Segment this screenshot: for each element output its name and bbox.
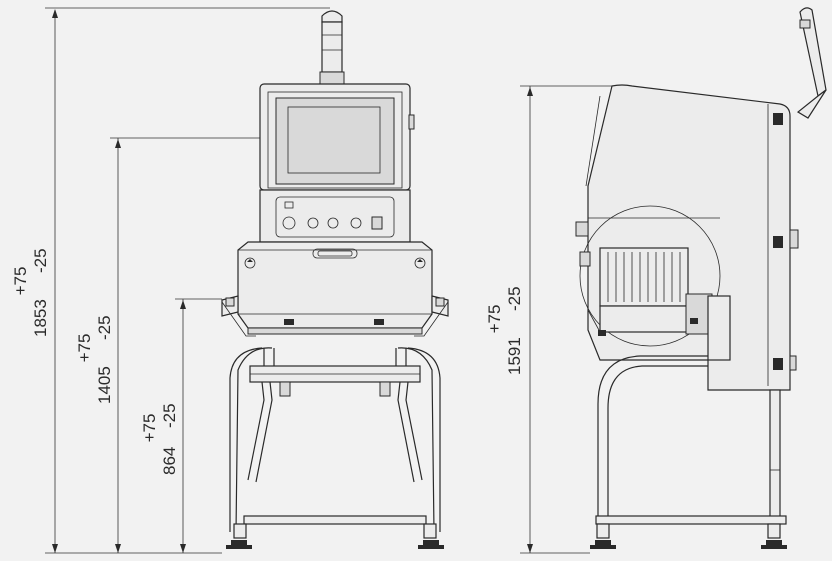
front-stand — [226, 347, 444, 549]
svg-text:1591: 1591 — [505, 337, 524, 375]
svg-text:+75: +75 — [140, 414, 159, 443]
svg-text:1853: 1853 — [31, 299, 50, 337]
touch-screen — [275, 97, 395, 185]
side-view — [575, 7, 827, 549]
detail-circle — [575, 205, 731, 361]
side-signal-tower — [796, 7, 827, 119]
dimension-label-screen: +75 1405 -25 — [75, 315, 114, 404]
svg-text:+75: +75 — [75, 334, 94, 363]
svg-text:+75: +75 — [11, 267, 30, 296]
svg-text:-25: -25 — [95, 315, 114, 340]
svg-text:1405: 1405 — [95, 366, 114, 404]
front-view — [221, 10, 449, 549]
svg-text:+75: +75 — [485, 305, 504, 334]
detector-housing — [221, 241, 449, 337]
svg-text:864: 864 — [160, 447, 179, 475]
svg-text:-25: -25 — [505, 286, 524, 311]
dimension-lines — [45, 7, 612, 554]
dimension-label-side: +75 1591 -25 — [485, 286, 524, 375]
svg-text:-25: -25 — [31, 248, 50, 273]
side-cabinet — [585, 84, 799, 391]
signal-tower — [319, 10, 345, 85]
dimension-label-overall: +75 1853 -25 — [11, 248, 50, 337]
svg-text:-25: -25 — [160, 403, 179, 428]
control-cabinet — [259, 83, 415, 243]
side-stand — [590, 355, 787, 549]
dimension-label-conveyor: +75 864 -25 — [140, 403, 179, 475]
